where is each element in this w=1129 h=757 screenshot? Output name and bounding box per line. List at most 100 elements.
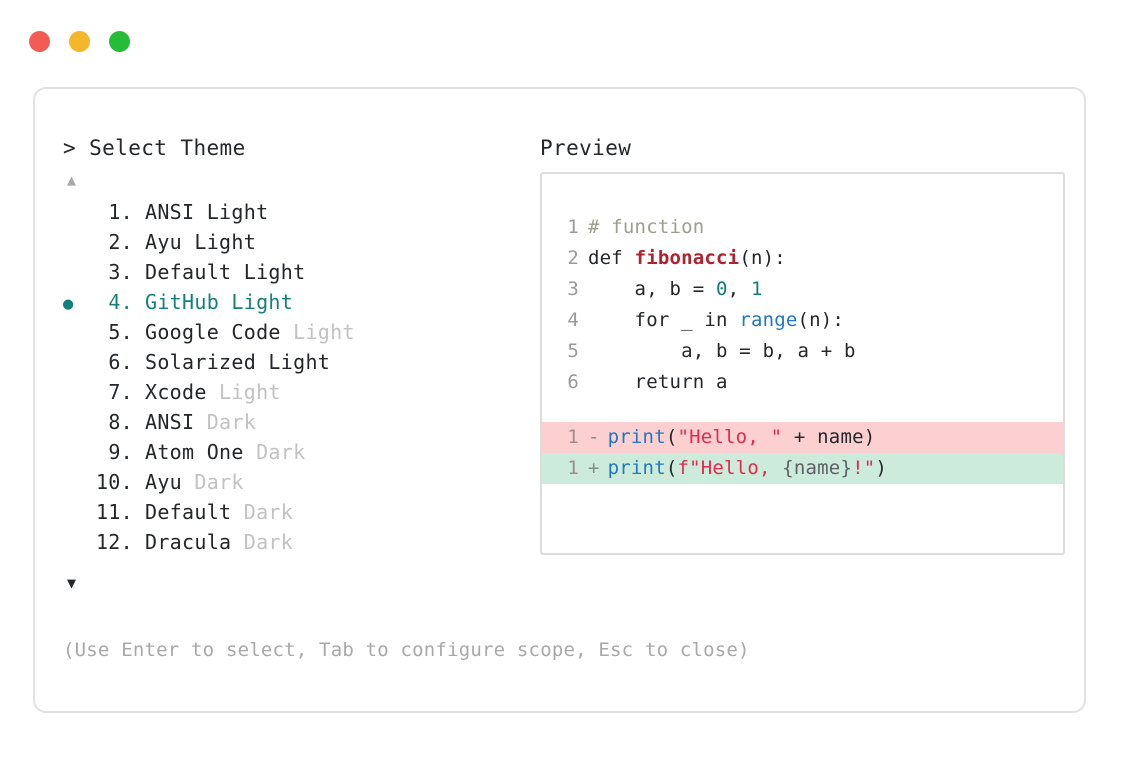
code-line: 1 # function (542, 212, 1063, 243)
code-line-text: return a (588, 367, 728, 398)
selected-bullet-icon: ● (63, 294, 74, 314)
theme-item-variant: Dark (231, 530, 294, 554)
theme-list-item[interactable]: 1.ANSI Light (63, 197, 533, 227)
theme-list-item[interactable]: 12.Dracula Dark (63, 527, 533, 557)
code-line-number: 5 (567, 340, 579, 362)
theme-item-name: Xcode (145, 380, 207, 404)
theme-list-item[interactable]: 3.Default Light (63, 257, 533, 287)
theme-item-variant: Light (231, 260, 306, 284)
theme-list-item[interactable]: 5.Google Code Light (63, 317, 533, 347)
code-token-comment: # function (588, 216, 705, 238)
code-token-plain: ( (665, 426, 678, 448)
diff-line-number: 1 (567, 457, 579, 479)
theme-item-variant: Light (206, 380, 281, 404)
scroll-down-arrow-icon[interactable]: ▼ (67, 574, 77, 592)
theme-item-index: 10. (95, 470, 133, 494)
diff-marker-removed: - (588, 426, 600, 448)
code-token-plain: + name) (782, 426, 876, 448)
code-line-number: 4 (567, 309, 579, 331)
code-token-number: 0 (716, 278, 728, 300)
theme-item-index: 9. (108, 440, 133, 464)
theme-item-variant: Dark (243, 440, 306, 464)
diff-line-removed: 1-print("Hello, " + name) (542, 422, 1063, 453)
code-token-plain: for _ in (588, 309, 740, 331)
theme-item-index: 5. (108, 320, 133, 344)
code-line: 6 return a (542, 367, 1063, 398)
code-token-plain: , (727, 278, 751, 300)
theme-item-name: Solarized (145, 350, 257, 374)
theme-item-index: 7. (108, 380, 133, 404)
scroll-up-arrow-icon[interactable]: ▲ (67, 171, 77, 189)
code-token-func: fibonacci (634, 247, 740, 269)
code-token-keyword: def (588, 247, 635, 269)
theme-item-name: Default (145, 500, 232, 524)
code-token-plain: (n): (797, 309, 845, 331)
theme-item-index: 4. (108, 290, 133, 314)
code-line: 4 for _ in range(n): (542, 305, 1063, 336)
code-line-text: for _ in range(n): (588, 305, 844, 336)
theme-list-item[interactable]: 7. Xcode Light (63, 377, 533, 407)
chooser-heading: > Select Theme (63, 135, 533, 161)
code-token-number: 1 (750, 278, 763, 300)
code-token-builtin: range (739, 309, 798, 331)
window-close-button[interactable] (29, 31, 50, 52)
code-line-number: 6 (567, 371, 579, 393)
theme-item-name: ANSI (145, 410, 195, 434)
theme-item-variant: Dark (182, 470, 244, 494)
preview-heading: Preview (540, 136, 632, 160)
theme-item-name: GitHub (145, 290, 220, 314)
window-controls (29, 31, 130, 52)
code-diff-spacer (542, 398, 1063, 422)
code-token-plain: return a (588, 371, 728, 393)
theme-list-item[interactable]: 6.Solarized Light (63, 347, 533, 377)
theme-item-name: Ayu (145, 230, 183, 254)
theme-item-variant: Dark (231, 500, 294, 524)
code-line-number: 2 (567, 247, 579, 269)
theme-item-name: Ayu (145, 470, 183, 494)
code-line-text: # function (588, 212, 704, 243)
theme-list-item[interactable]: 11. Default Dark (63, 497, 533, 527)
theme-item-index: 12. (95, 530, 133, 554)
code-token-plain: ) (875, 457, 888, 479)
code-token-string: !" (852, 457, 876, 479)
theme-item-variant: Light (182, 230, 257, 254)
diff-marker-added: + (588, 457, 600, 479)
chooser-heading-label (76, 136, 89, 160)
preview-column: Preview 1 # function 2 def fibonacci (n): 3 a… (540, 135, 1065, 555)
preview-code-pane: 1 # function 2 def fibonacci (n): 3 a, b = 0,… (540, 172, 1065, 555)
theme-item-name: Atom One (145, 440, 244, 464)
theme-item-index: 11. (95, 500, 133, 524)
keyboard-hint-text: (Use Enter to select, Tab to configure s… (63, 639, 750, 661)
code-line-number: 1 (567, 216, 579, 238)
diff-line-text: print(f"Hello, {name}!") (608, 453, 887, 484)
theme-item-name: Default (145, 260, 232, 284)
theme-item-variant: Dark (194, 410, 257, 434)
window-minimize-button[interactable] (69, 31, 90, 52)
code-line-text: a, b = b, a + b (588, 336, 856, 367)
diff-line-number: 1 (567, 426, 579, 448)
window-maximize-button[interactable] (109, 31, 130, 52)
theme-list-item[interactable]: 2. Ayu Light (63, 227, 533, 257)
code-line: 3 a, b = 0, 1 (542, 274, 1063, 305)
code-line-number: 3 (567, 278, 579, 300)
theme-item-index: 1. (108, 200, 133, 224)
theme-item-name: ANSI (145, 200, 195, 224)
code-token-string: f"Hello, (677, 457, 783, 479)
code-line: 5 a, b = b, a + b (542, 336, 1063, 367)
code-token-plain: ( (665, 457, 678, 479)
theme-list-item[interactable]: 9. Atom One Dark (63, 437, 533, 467)
theme-list-item[interactable]: 10. Ayu Dark (63, 467, 533, 497)
theme-item-name: Google Code (145, 320, 281, 344)
theme-list-item[interactable]: 8. ANSI Dark (63, 407, 533, 437)
code-token-plain: a, b = b, a + b (588, 340, 856, 362)
theme-list-item[interactable]: ●4.GitHub Light (63, 287, 533, 317)
theme-item-variant: Light (256, 350, 331, 374)
code-token-builtin: print (607, 457, 666, 479)
theme-item-index: 2. (108, 230, 133, 254)
chooser-heading-text: Select Theme (89, 136, 246, 160)
theme-picker-card: > Select Theme ▲ 1. ANSI Light 2. Ayu Light… (33, 87, 1086, 713)
code-token-builtin: print (607, 426, 666, 448)
theme-item-index: 8. (108, 410, 133, 434)
